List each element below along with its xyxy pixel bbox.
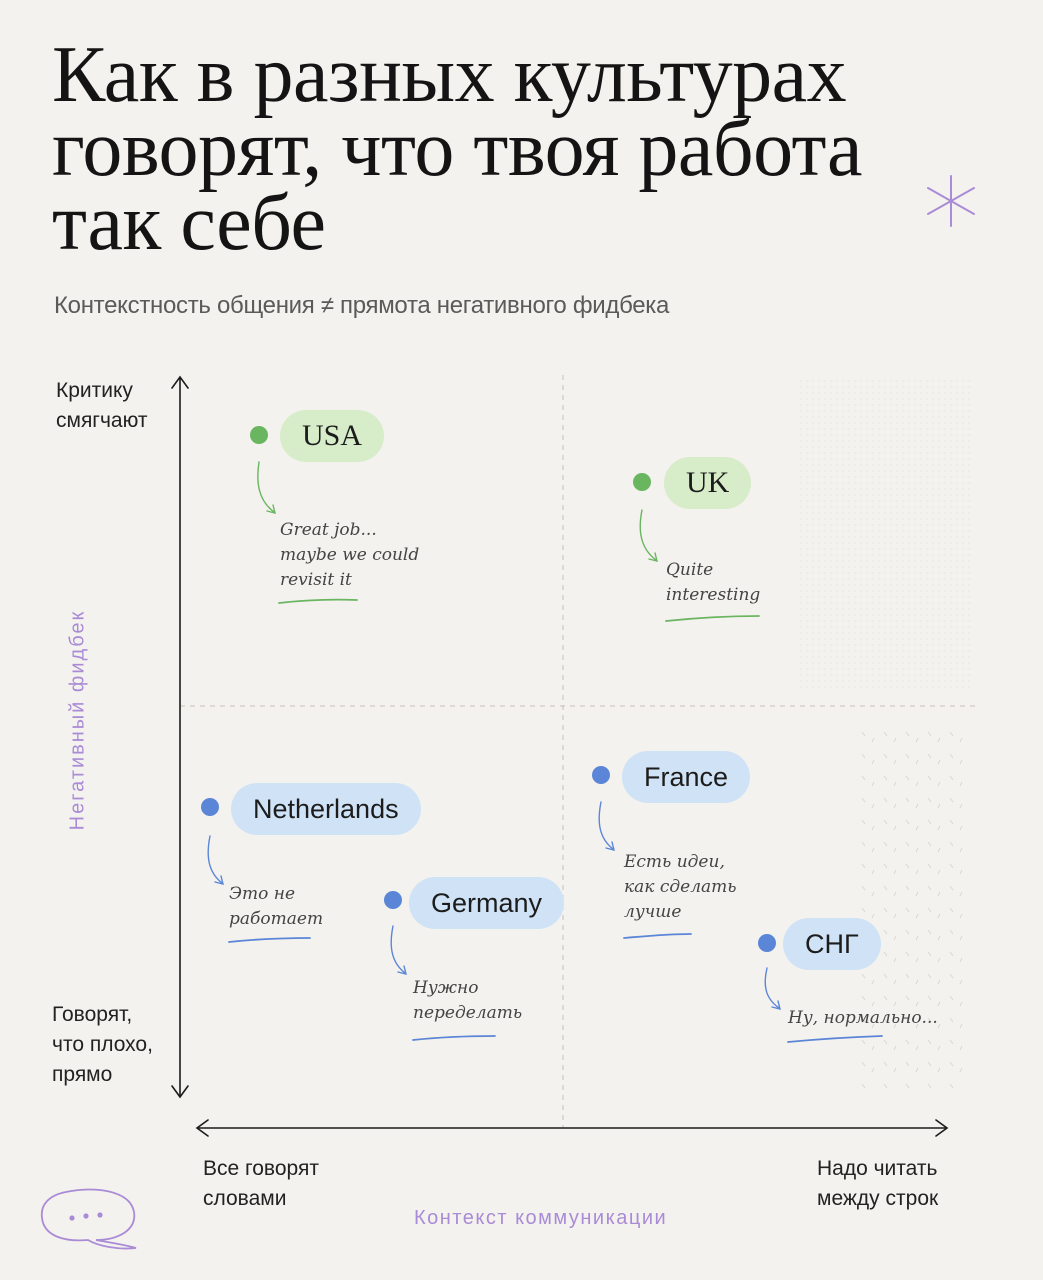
- usa-dot: [250, 426, 268, 444]
- sng-pill: СНГ: [783, 918, 881, 970]
- usa-underline: [278, 598, 358, 604]
- uk-connector: [639, 509, 658, 562]
- germany-underline: [412, 1035, 496, 1041]
- uk-quote: Quite interesting: [666, 560, 761, 605]
- usa-quote: Great job... maybe we could revisit it: [280, 520, 420, 590]
- uk-pill: UK: [664, 457, 752, 509]
- title-line-2: говорят, что твоя работа: [52, 105, 863, 193]
- sparkle-icon: [927, 175, 975, 227]
- texture-bottom-right: [860, 720, 970, 1090]
- netherlands-dot: [201, 798, 219, 816]
- france-underline: [623, 933, 692, 939]
- netherlands-underline: [228, 937, 311, 943]
- y-axis: [171, 375, 189, 1099]
- usa-pill: USA: [280, 410, 385, 462]
- germany-connector: [390, 925, 407, 975]
- usa-connector: [257, 461, 276, 514]
- x-axis: [195, 1119, 949, 1137]
- y-axis-bottom-label: Говорят, что плохо, прямо: [52, 1003, 153, 1086]
- uk-underline: [665, 615, 760, 622]
- x-axis-right-label: Надо читать между строк: [817, 1157, 939, 1210]
- sng-underline: [787, 1035, 883, 1043]
- germany-pill: Germany: [409, 877, 565, 929]
- subtitle: Контекстность общения ≠ прямота негативн…: [54, 292, 670, 319]
- germany-dot: [384, 891, 402, 909]
- netherlands-connector: [207, 835, 224, 885]
- france-dot: [592, 766, 610, 784]
- chat-bubble-icon: [40, 1188, 137, 1250]
- title-line-3: так себе: [52, 179, 326, 267]
- france-pill: France: [622, 751, 751, 803]
- x-axis-left-label: Все говорят словами: [203, 1157, 319, 1210]
- sng-quote: Ну, нормально...: [788, 1008, 938, 1028]
- uk-dot: [633, 473, 651, 491]
- x-axis-title: Контекст коммуникации: [414, 1207, 668, 1229]
- title-line-1: Как в разных культурах: [52, 31, 847, 119]
- page-title: Как в разных культурах говорят, что твоя…: [52, 31, 863, 267]
- germany-quote: Нужно переделать: [413, 978, 523, 1023]
- netherlands-pill: Netherlands: [231, 783, 421, 835]
- france-connector: [598, 801, 615, 851]
- texture-top-right: [800, 378, 970, 688]
- netherlands-quote: Это не работает: [229, 884, 324, 929]
- sng-connector: [764, 967, 781, 1010]
- sng-dot: [758, 934, 776, 952]
- france-quote: Есть идеи, как сделать лучше: [624, 852, 737, 922]
- y-axis-title: Негативный фидбек: [66, 609, 89, 831]
- y-axis-top-label: Критику смягчают: [56, 379, 148, 432]
